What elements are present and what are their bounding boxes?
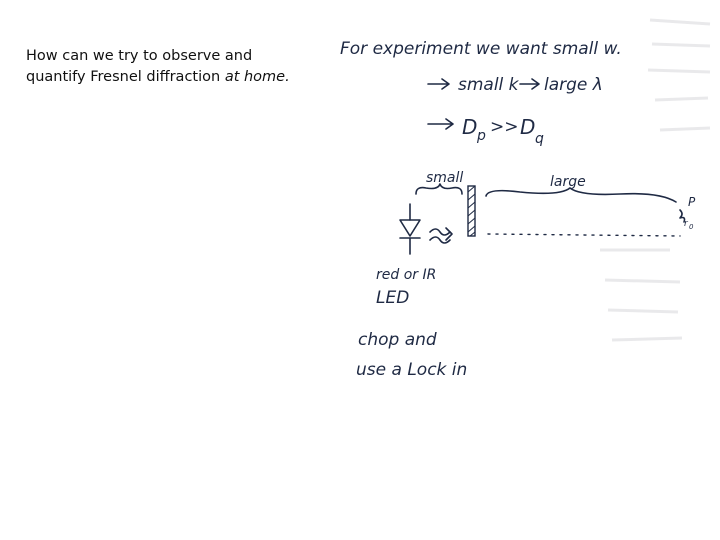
note-much-greater: >>	[490, 117, 519, 137]
large-brace	[485, 187, 677, 203]
label-r0-sub: 0	[689, 223, 694, 231]
chop-line-2: use a Lock in	[356, 360, 467, 380]
note-small-k: small k	[458, 75, 520, 95]
note-dq: D	[520, 115, 535, 139]
led-label-1: red or IR	[376, 267, 436, 283]
note-large-lambda: large λ	[544, 75, 603, 95]
question-line-1: How can we try to observe and	[26, 48, 253, 64]
optical-axis	[487, 233, 681, 237]
label-p: P	[688, 195, 696, 209]
small-brace	[415, 183, 463, 195]
aperture-screen	[467, 185, 476, 237]
label-large: large	[550, 174, 586, 190]
note-line-1: For experiment we want small w.	[340, 39, 622, 59]
question-text: How can we try to observe and quantify F…	[26, 46, 316, 88]
label-small: small	[426, 170, 463, 186]
arrow-icon	[427, 118, 454, 130]
point-marker	[679, 209, 686, 223]
question-italic: at home.	[224, 69, 290, 85]
led-diode-icon	[399, 203, 421, 255]
note-dp: D	[462, 115, 477, 139]
bleed-through-marks	[600, 18, 711, 342]
note-dq-sub: q	[535, 131, 544, 147]
question-line-2: quantify Fresnel diffraction	[26, 69, 225, 85]
arrow-icon	[427, 78, 450, 90]
note-dp-sub: p	[476, 128, 486, 144]
led-label-2: LED	[376, 288, 409, 308]
arrow-icon	[519, 78, 540, 90]
label-r0: r	[684, 219, 689, 229]
light-emission-icon	[429, 227, 453, 244]
chop-line-1: chop and	[358, 330, 437, 350]
